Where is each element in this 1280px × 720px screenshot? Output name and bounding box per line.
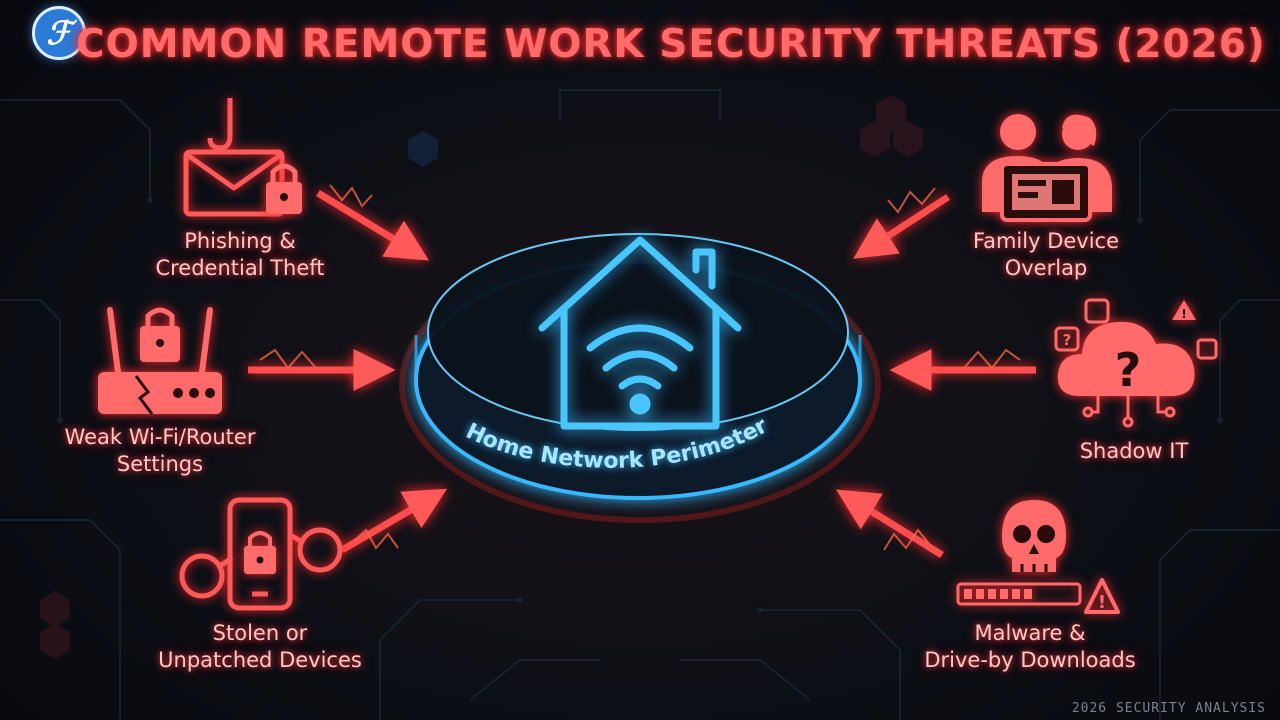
- arrow-malware: [836, 489, 944, 558]
- logo-glyph: ℱ: [46, 14, 72, 52]
- svg-text:!: !: [1181, 307, 1186, 321]
- brand-logo[interactable]: ℱ: [32, 6, 86, 60]
- threat-wifi: Weak Wi-Fi/Router Settings: [10, 424, 310, 478]
- threat-family-line1: Family Device: [972, 229, 1120, 253]
- svg-text:!: !: [1098, 592, 1106, 613]
- threat-wifi-line1: Weak Wi-Fi/Router: [64, 425, 256, 449]
- family-tablet-icon: [982, 114, 1112, 222]
- threat-shadow: Shadow IT: [984, 438, 1280, 465]
- threat-devices-line2: Unpatched Devices: [158, 648, 362, 672]
- threat-devices: Stolen or Unpatched Devices: [110, 620, 410, 674]
- threat-malware-line1: Malware &: [974, 621, 1086, 645]
- arrow-family: [853, 194, 950, 259]
- threat-shadow-line1: Shadow IT: [1079, 439, 1189, 463]
- router-lock-icon: [98, 307, 222, 415]
- perimeter-ring-inner: [427, 233, 849, 431]
- svg-text:?: ?: [1063, 331, 1072, 349]
- threat-wifi-line2: Settings: [116, 452, 204, 476]
- threat-family: Family Device Overlap: [896, 228, 1196, 282]
- home-network-perimeter: Home Network Perimeter: [399, 233, 881, 523]
- envelope-hook-lock-icon: [183, 98, 302, 217]
- footer-watermark: 2026 SECURITY ANALYSIS: [1071, 701, 1266, 716]
- svg-text:?: ?: [1115, 343, 1142, 397]
- threat-malware-line2: Drive-by Downloads: [924, 648, 1136, 672]
- threat-phishing: Phishing & Credential Theft: [90, 228, 390, 282]
- house-wifi-icon: [538, 236, 742, 430]
- threat-family-line2: Overlap: [1004, 256, 1088, 280]
- arrow-devices: [340, 488, 448, 554]
- threat-phishing-line2: Credential Theft: [155, 256, 325, 280]
- page-title: COMMON REMOTE WORK SECURITY THREATS (202…: [76, 22, 1266, 67]
- skull-warning-icon: !: [956, 500, 1120, 614]
- threat-phishing-line1: Phishing &: [184, 229, 296, 253]
- arrow-phishing: [316, 190, 429, 261]
- threat-malware: Malware & Drive-by Downloads: [880, 620, 1180, 674]
- threat-devices-line1: Stolen or: [212, 621, 308, 645]
- phone-handcuffs-icon: [179, 497, 343, 611]
- cloud-question-icon: ? ? !: [1054, 298, 1218, 428]
